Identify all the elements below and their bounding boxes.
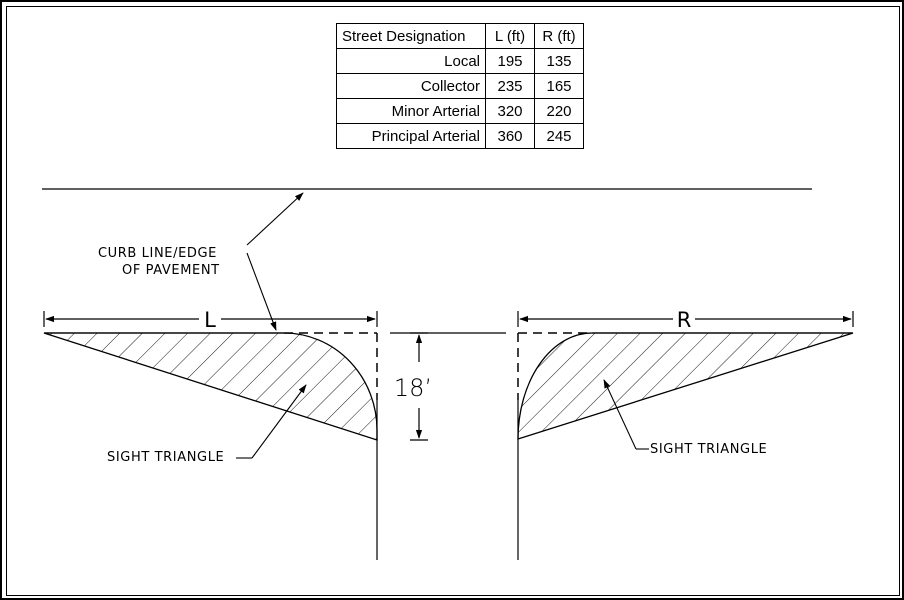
curb-line-label-line1: CURB LINE/EDGE (98, 246, 217, 261)
curb-line-leader-near (246, 252, 277, 331)
r-value-cell: 135 (534, 48, 584, 74)
figure-inner-border (6, 6, 900, 596)
r-value-cell: 165 (534, 73, 584, 99)
street-cell: Principal Arterial (336, 123, 486, 149)
header-r-ft: R (ft) (534, 23, 584, 49)
sight-triangle-right-shape (517, 332, 854, 440)
sight-triangle-right-leader-b (603, 379, 637, 450)
dimension-left-label: L (204, 308, 216, 332)
table-row: Minor Arterial 320 220 (336, 98, 584, 124)
table-row: Collector 235 165 (336, 73, 584, 99)
street-designation-table: Street Designation L (ft) R (ft) Local 1… (336, 23, 584, 149)
sight-triangle-right-label: SIGHT TRIANGLE (650, 442, 767, 457)
r-value-cell: 245 (534, 123, 584, 149)
setback-label: 18’ (394, 374, 432, 402)
street-cell: Collector (336, 73, 486, 99)
curb-line-label-line2: OF PAVEMENT (122, 263, 220, 278)
header-street-designation: Street Designation (336, 23, 486, 49)
curb-line-leader-far (246, 192, 304, 246)
table-row: Principal Arterial 360 245 (336, 123, 584, 149)
l-value-cell: 235 (485, 73, 535, 99)
sight-triangle-left-leader-b (251, 384, 307, 459)
sight-triangle-left-label: SIGHT TRIANGLE (107, 450, 224, 465)
sight-triangle-left-shape (43, 332, 378, 441)
dimension-right-label: R (677, 308, 692, 332)
l-value-cell: 320 (485, 98, 535, 124)
